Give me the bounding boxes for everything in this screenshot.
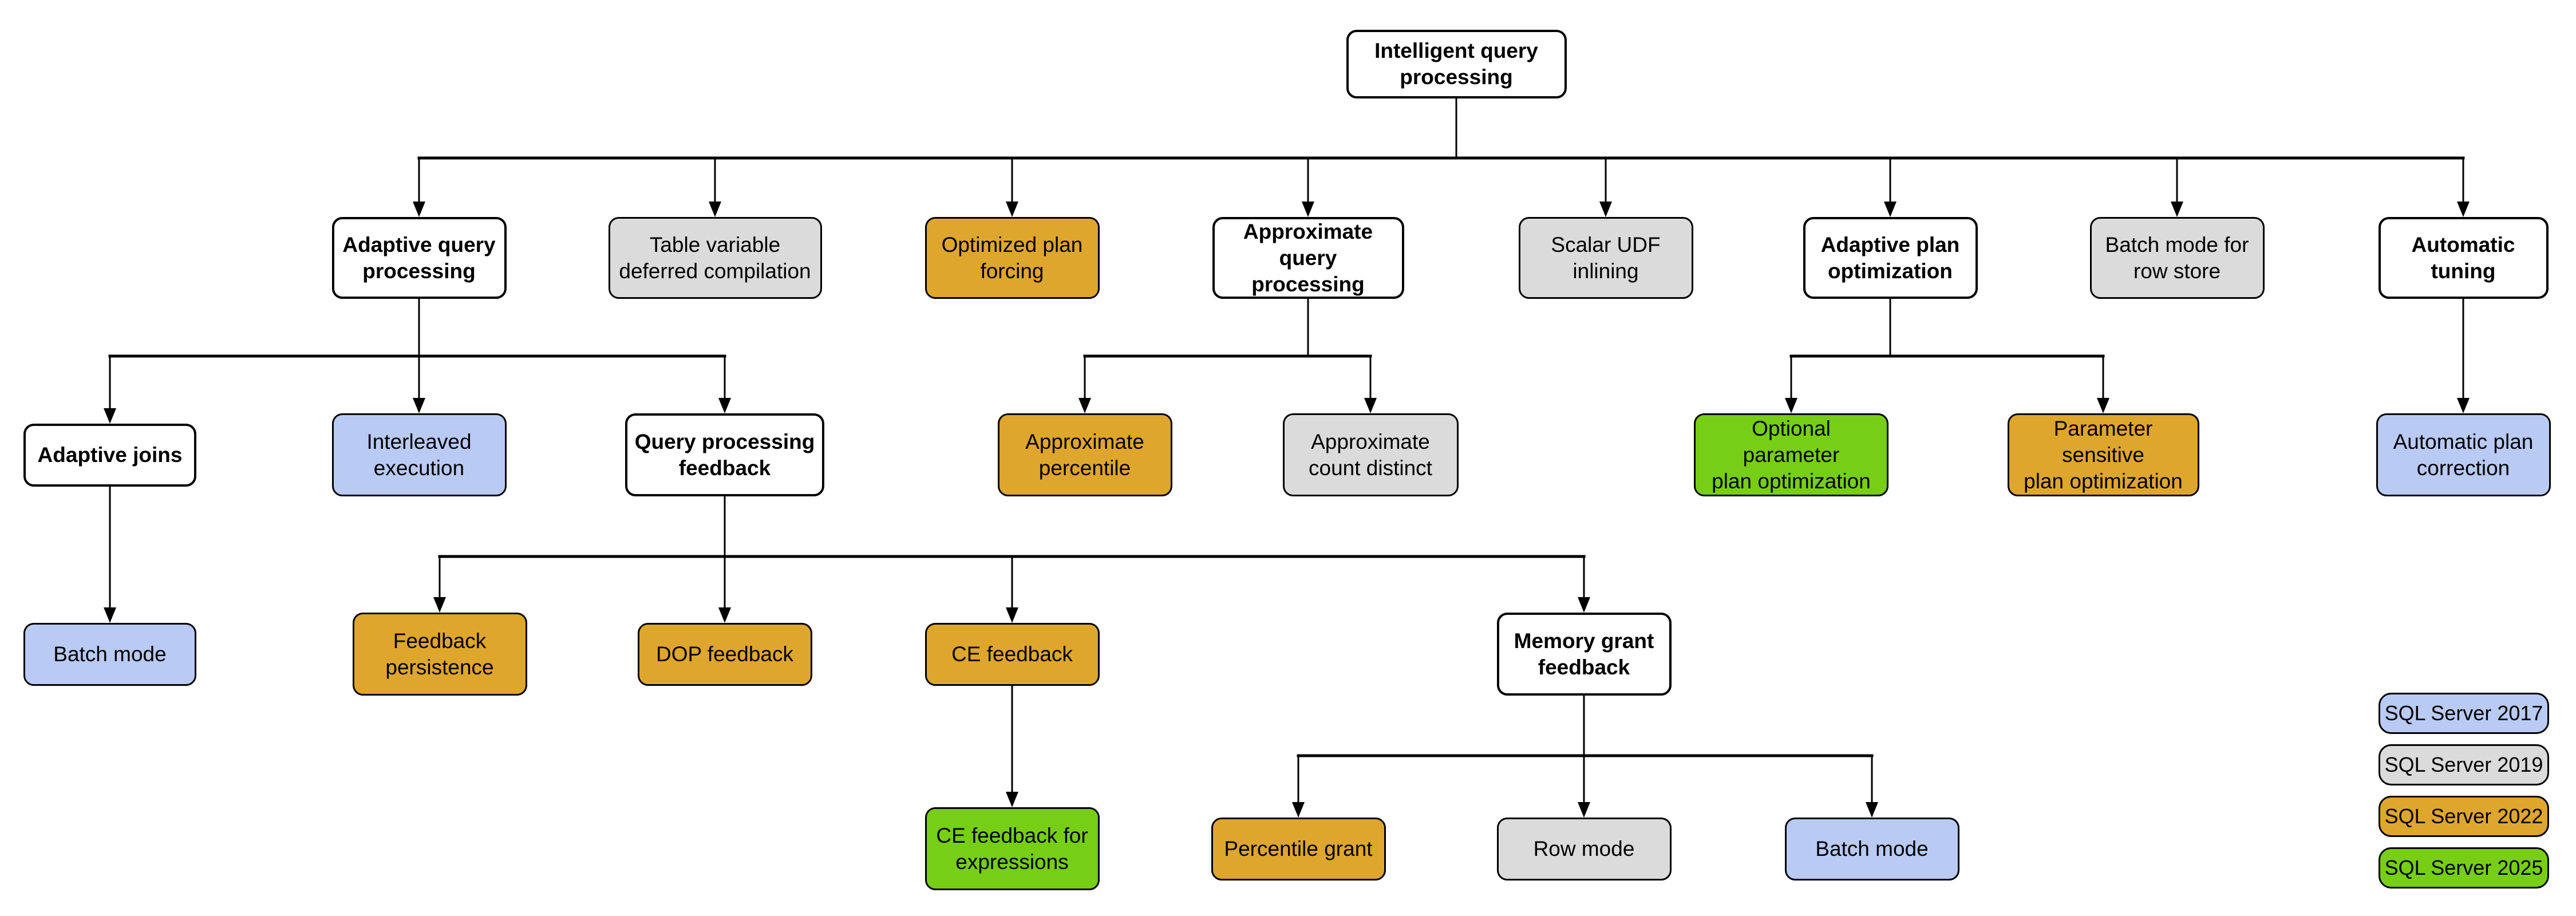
node-approximate-query-processing: Approximate query processing (1212, 217, 1404, 299)
node-dop-feedback: DOP feedback (637, 623, 812, 686)
legend-sql-server-2022: SQL Server 2022 (2379, 796, 2549, 837)
node-feedback-persistence: Feedback persistence (352, 613, 527, 696)
node-parameter-sensitive-plan-optimization: Parameter sensitive plan optimization (2007, 413, 2199, 496)
node-optimized-plan-forcing: Optimized plan forcing (924, 217, 1100, 299)
node-table-variable-deferred-compilation: Table variable deferred compilation (608, 217, 822, 299)
node-automatic-tuning: Automatic tuning (2378, 217, 2549, 299)
legend-sql-server-2025: SQL Server 2025 (2379, 847, 2549, 889)
node-adaptive-query-processing: Adaptive query processing (331, 217, 507, 299)
node-batch-mode-adaptive-joins: Batch mode (23, 623, 196, 686)
node-batch-mode-memory-grant: Batch mode (1784, 818, 1959, 881)
node-adaptive-plan-optimization: Adaptive plan optimization (1803, 217, 1978, 299)
node-root: Intelligent query processing (1346, 30, 1567, 98)
legend-sql-server-2017: SQL Server 2017 (2379, 693, 2549, 734)
node-approximate-count-distinct: Approximate count distinct (1282, 413, 1459, 496)
legend-sql-server-2019: SQL Server 2019 (2379, 744, 2549, 785)
node-interleaved-execution: Interleaved execution (331, 413, 507, 496)
node-memory-grant-feedback: Memory grant feedback (1496, 613, 1672, 696)
node-scalar-udf-inlining: Scalar UDF inlining (1518, 217, 1693, 299)
node-adaptive-joins: Adaptive joins (23, 424, 196, 487)
node-batch-mode-for-row-store: Batch mode for row store (2089, 217, 2265, 299)
node-percentile-grant: Percentile grant (1211, 818, 1386, 881)
node-ce-feedback: CE feedback (924, 623, 1100, 686)
node-query-processing-feedback: Query processing feedback (625, 413, 824, 496)
node-optional-parameter-plan-optimization: Optional parameter plan optimization (1694, 413, 1888, 496)
node-approximate-percentile: Approximate percentile (997, 413, 1172, 496)
node-row-mode: Row mode (1496, 818, 1672, 881)
node-automatic-plan-correction: Automatic plan correction (2376, 413, 2551, 496)
node-ce-feedback-for-expressions: CE feedback for expressions (924, 807, 1100, 890)
